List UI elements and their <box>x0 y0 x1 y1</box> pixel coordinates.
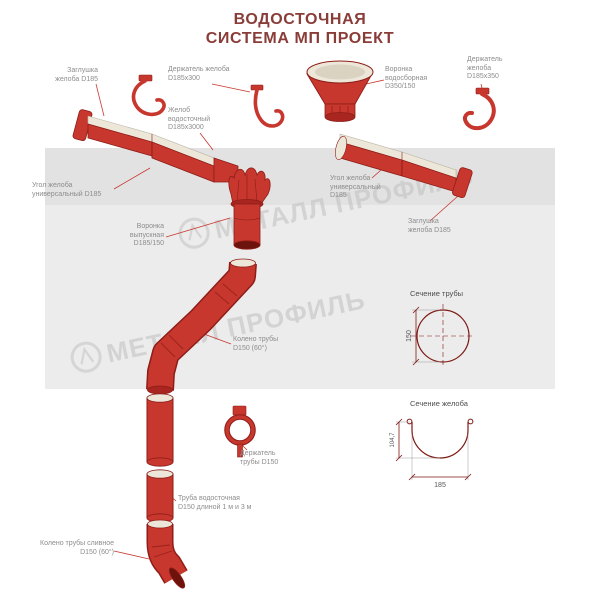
label-outlet-funnel: Воронка выпускная D185/150 <box>129 223 164 248</box>
label-gutter-end-cap-right: Заглушка желоба D185 <box>408 218 451 234</box>
downpipe-segment-upper <box>146 393 174 467</box>
page-title-line2: СИСТЕМА МП ПРОЕКТ <box>205 30 395 47</box>
label-gutter-hook-300: Держатель желоба D185х300 <box>168 66 230 82</box>
label-gutter-corner-right: Угол желоба универсальный D185 <box>330 175 381 200</box>
outlet-funnel <box>228 167 271 250</box>
background-band <box>45 148 555 389</box>
page-title: ВОДОСТОЧНАЯ СИСТЕМА МП ПРОЕКТ <box>0 10 600 48</box>
collection-funnel <box>306 60 374 122</box>
downpipe-segment-lower <box>146 469 174 523</box>
label-gutter-end-cap-left: Заглушка желоба D185 <box>55 67 98 83</box>
label-collection-funnel: Воронка водосборная D350/150 <box>385 66 428 91</box>
gutter-hook-middle <box>250 84 285 128</box>
page-title-line1: ВОДОСТОЧНАЯ <box>233 11 367 28</box>
pipe-holder <box>224 405 256 458</box>
label-downpipe: Труба водосточная D150 длиной 1 м и 3 м <box>178 495 252 511</box>
label-pipe-section: Сечение трубы <box>410 289 464 298</box>
label-gutter-section: Сечение желоба <box>410 399 468 408</box>
leader-lines <box>95 79 484 560</box>
gutter-section-diagram: 185 104,7 <box>390 418 474 489</box>
pipe-section-diagram: 150 <box>406 304 475 368</box>
gutter-hook-right <box>462 87 496 131</box>
gutter-hook-left <box>131 74 166 117</box>
gutter-end-cap-right <box>452 167 473 199</box>
pipe-elbow-upper <box>146 258 257 395</box>
gutter-height-dimension: 104,7 <box>390 432 396 448</box>
label-drain-elbow: Колено трубы сливное D150 (60°) <box>40 540 114 556</box>
label-pipe-holder: Держатель трубы D150 <box>240 450 279 466</box>
label-gutter-hook-350: Держатель желоба D185х350 <box>467 56 503 81</box>
pipe-elbow-drain <box>146 519 188 589</box>
label-gutter-corner-left: Угол желоба универсальный D185 <box>32 182 102 198</box>
pipe-diameter-dimension: 150 <box>406 330 413 342</box>
gutter-width-dimension: 185 <box>434 482 446 489</box>
label-gutter: Желоб водосточный D185х3000 <box>168 107 211 132</box>
label-pipe-elbow: Колено трубы D150 (60°) <box>233 336 279 352</box>
